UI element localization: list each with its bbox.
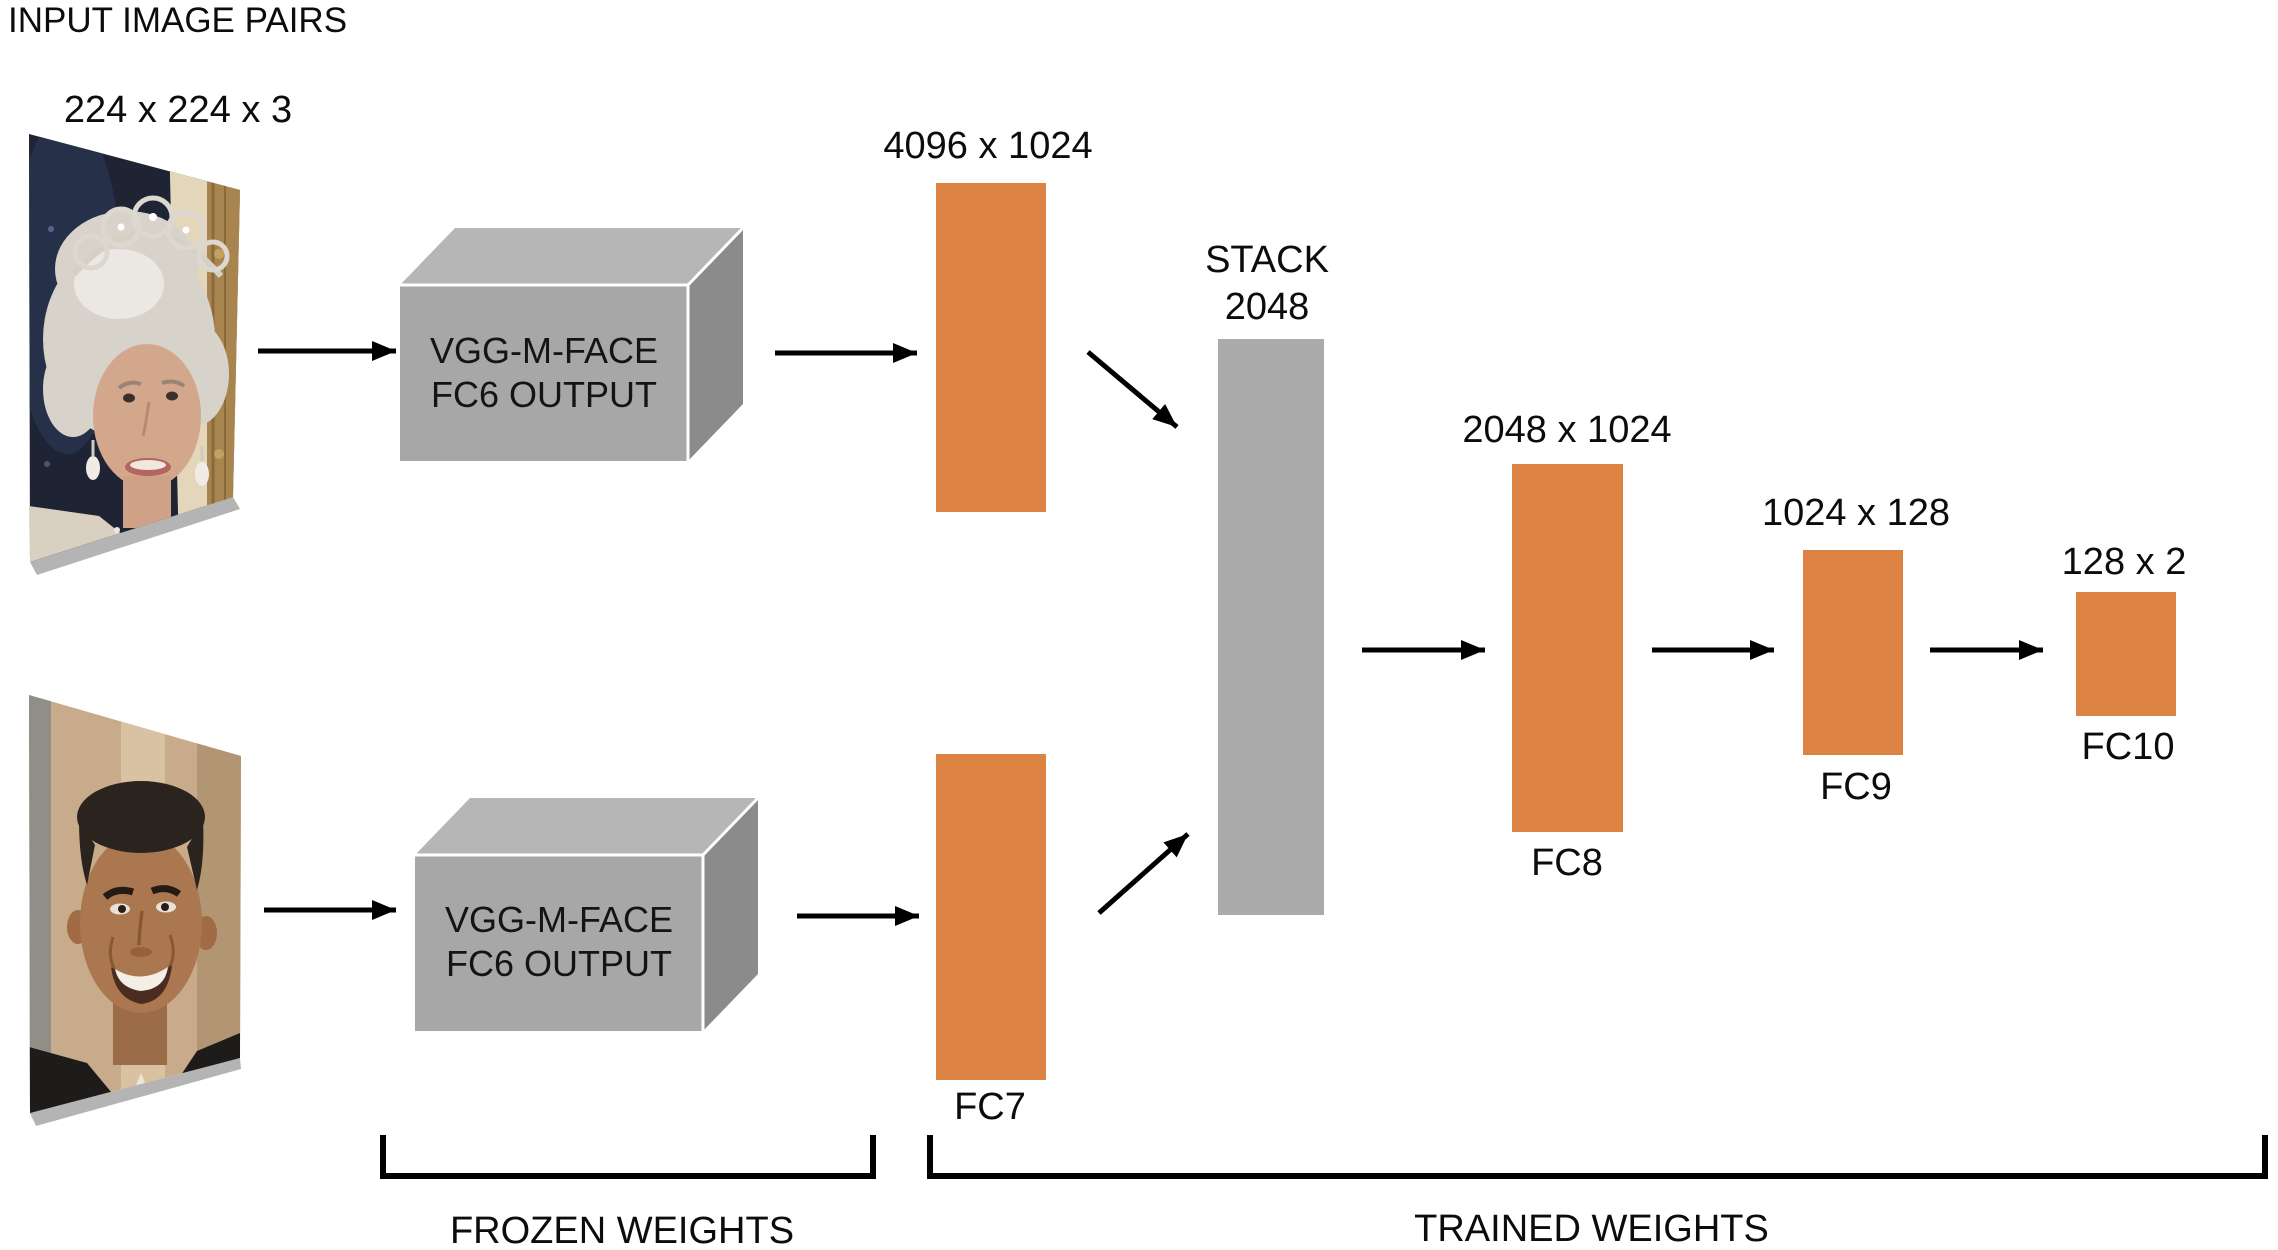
vgg-line2: FC6 OUTPUT: [445, 943, 672, 984]
box-front-face: [400, 285, 688, 461]
input-photo-obama: [29, 695, 241, 1126]
frozen-weights-label: FROZEN WEIGHTS: [449, 1210, 795, 1250]
fc7-bar-top: [936, 183, 1046, 512]
photo-shadow: [30, 1058, 241, 1126]
trained-weights-label: TRAINED WEIGHTS: [1414, 1208, 1769, 1250]
box-side-face: [703, 798, 758, 1031]
stack-bar: [1218, 339, 1324, 915]
fc7-dims-label: 4096 x 1024: [883, 125, 1093, 167]
vgg-line2: FC6 OUTPUT: [430, 374, 657, 415]
vgg-box-bottom: [415, 798, 760, 1031]
trained-weights-bracket: [927, 1135, 2268, 1179]
fc10-dims-label: 128 x 2: [2061, 541, 2187, 583]
vgg-box-bottom-label: VGG-M-FACE FC6 OUTPUT: [415, 898, 703, 986]
fc9-bar: [1803, 550, 1903, 755]
fc7-bar-bottom: [936, 754, 1046, 1080]
box-front-face: [415, 855, 703, 1031]
fc8-dims-label: 2048 x 1024: [1462, 409, 1672, 451]
stack-label: STACK 2048: [1187, 237, 1347, 331]
fc7-name-label: FC7: [954, 1086, 1026, 1128]
box-top-face: [415, 798, 758, 855]
fc10-bar: [2076, 592, 2176, 716]
input-dims-label: 224 x 224 x 3: [63, 89, 293, 131]
fc9-dims-label: 1024 x 128: [1761, 492, 1951, 534]
arrow-fc7top-to-stack: [1086, 350, 1179, 429]
fc8-bar: [1512, 464, 1623, 832]
frozen-weights-bracket: [380, 1135, 876, 1179]
page-title: INPUT IMAGE PAIRS: [8, 1, 348, 40]
vgg-box-top: [400, 228, 745, 461]
obama-photo-content: [29, 695, 241, 1113]
fc10-name-label: FC10: [2081, 726, 2175, 768]
photo-shadow: [30, 497, 240, 575]
arrow-fc7bottom-to-stack: [1097, 832, 1190, 915]
box-side-face: [688, 228, 743, 461]
stack-line1: STACK: [1205, 239, 1329, 281]
vgg-line1: VGG-M-FACE: [444, 899, 673, 940]
stack-line2: 2048: [1224, 286, 1310, 328]
vgg-box-top-label: VGG-M-FACE FC6 OUTPUT: [400, 329, 688, 417]
vgg-line1: VGG-M-FACE: [429, 330, 658, 371]
fc8-name-label: FC8: [1531, 842, 1603, 884]
queen-photo-content: [29, 134, 240, 562]
fc9-name-label: FC9: [1820, 766, 1892, 808]
input-photo-queen: [29, 134, 240, 575]
box-top-face: [400, 228, 743, 285]
